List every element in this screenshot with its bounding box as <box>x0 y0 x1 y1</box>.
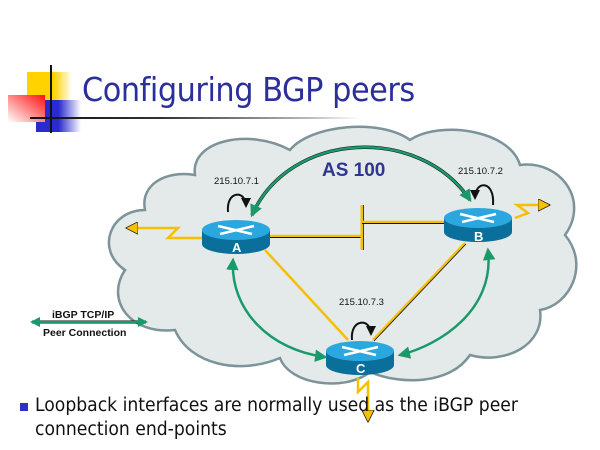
slide-title: Configuring BGP peers <box>82 70 415 109</box>
loopback-arrow-b <box>470 184 495 206</box>
title-underline <box>30 117 360 119</box>
loopback-arrow-c <box>350 321 376 341</box>
loopback-arrow-a <box>226 193 251 213</box>
external-link-a <box>128 228 202 240</box>
bullet-text: Loopback interfaces are normally used as… <box>35 395 518 440</box>
slide-logo <box>8 65 81 133</box>
ibgp-sessions <box>226 145 496 362</box>
loopback-label-a: 215.10.7.1 <box>214 176 259 187</box>
as-label: AS 100 <box>322 160 385 181</box>
router-icon <box>459 212 497 224</box>
bullet-marker <box>20 403 28 411</box>
legend-line2: Peer Connection <box>43 327 126 339</box>
router-a[interactable]: A <box>202 220 270 255</box>
ibgp-b-c <box>397 247 496 359</box>
router-label-a: A <box>232 240 242 255</box>
router-icon <box>217 224 255 236</box>
router-label-c: C <box>356 361 366 376</box>
router-icon <box>341 345 379 357</box>
ibgp-a-c <box>226 257 328 362</box>
external-link-c <box>356 378 368 420</box>
loopback-label-b: 215.10.7.2 <box>458 166 503 177</box>
legend: iBGP TCP/IP Peer Connection <box>30 309 148 339</box>
external-link-b <box>513 205 548 220</box>
router-b[interactable]: B <box>444 208 512 244</box>
router-c[interactable]: C <box>326 341 394 376</box>
logo-vertical-line <box>50 65 52 133</box>
legend-line1: iBGP TCP/IP <box>52 309 114 321</box>
loopback-label-c: 215.10.7.3 <box>339 297 384 308</box>
router-label-b: B <box>474 229 483 244</box>
